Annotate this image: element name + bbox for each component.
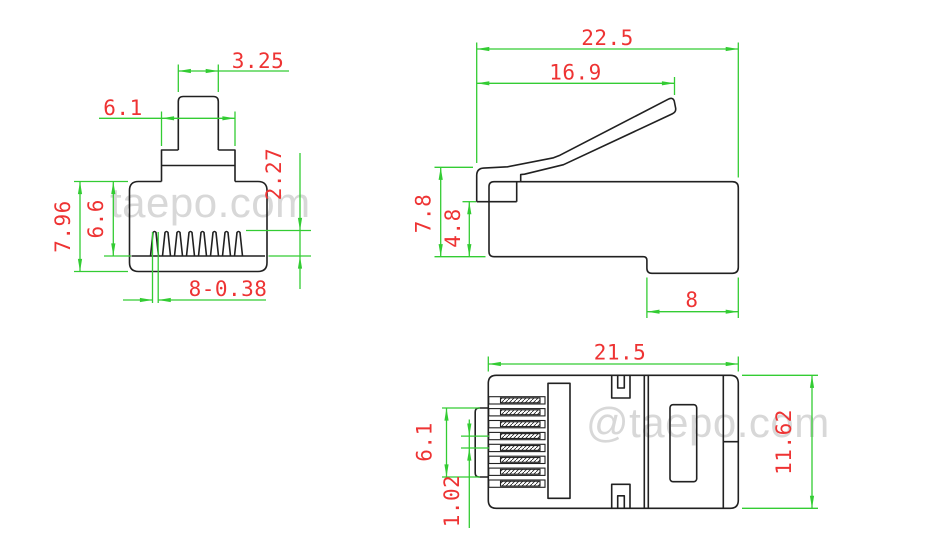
bottom-latch-tip	[474, 407, 489, 478]
bottom-body	[487, 374, 740, 510]
front-body	[128, 180, 268, 273]
dim-bottom-latch-width: 6.1	[413, 422, 437, 461]
bottom-latch-window	[669, 403, 698, 483]
dim-side-boot-length: 8	[685, 288, 698, 312]
contact-bar-hatch	[499, 468, 541, 475]
front-contact-comb	[149, 230, 244, 257]
dim-front-contact-height: 2.27	[262, 148, 286, 201]
dim-front-latch-width: 6.1	[103, 96, 142, 120]
dim-lines	[476, 42, 739, 178]
watermark-bottom: @taepo.com	[586, 399, 830, 446]
bottom-top-tab	[610, 375, 631, 399]
bottom-view-dimensions: 21.5 11.62 6.1 1.02	[413, 341, 818, 528]
dim-front-tab-width: 3.25	[232, 49, 285, 73]
dim-bottom-body-length: 21.5	[594, 341, 647, 365]
bottom-divider-lines	[643, 375, 650, 509]
bottom-contact-block	[547, 382, 571, 500]
dim-lines	[742, 374, 818, 509]
contact-bar-hatch	[499, 397, 541, 404]
side-view: 22.5 16.9 7.8 4.8 8	[412, 26, 740, 318]
contact-bar-hatch	[499, 456, 541, 463]
contact-bar-hatch	[499, 409, 541, 416]
contact-bar-hatch	[499, 421, 541, 428]
side-front-step	[476, 181, 518, 203]
bottom-rear-band	[722, 375, 739, 509]
bottom-view: 21.5 11.62 6.1 1.02	[413, 341, 818, 528]
front-view-dimensions: 3.25 6.1 7.96 6.6 2.27 8-0.38	[51, 49, 311, 303]
dim-lines	[246, 229, 311, 257]
dim-lines	[442, 407, 480, 478]
front-latch-base	[160, 149, 236, 182]
side-latch-lever	[475, 97, 677, 202]
bottom-bottom-tab	[610, 483, 631, 509]
bottom-contact-bars	[488, 396, 546, 488]
contact-bar-hatch	[499, 433, 541, 440]
dim-front-overall-height: 7.96	[51, 200, 75, 253]
side-view-geometry	[475, 97, 740, 275]
dim-side-front-height: 4.8	[441, 208, 465, 247]
dim-side-body-height: 7.8	[412, 194, 436, 233]
dim-bottom-overall-width: 11.62	[772, 409, 796, 475]
dim-side-latch-length: 16.9	[549, 61, 602, 85]
side-view-dimensions: 22.5 16.9 7.8 4.8 8	[412, 26, 739, 318]
dim-side-overall-length: 22.5	[581, 26, 634, 50]
contact-bar-hatch	[499, 444, 541, 451]
dim-lines	[151, 232, 159, 303]
front-view: 3.25 6.1 7.96 6.6 2.27 8-0.38	[51, 49, 311, 303]
front-view-geometry	[128, 95, 268, 273]
dim-lines	[74, 180, 128, 273]
side-body	[488, 180, 740, 275]
dim-bottom-contact-pitch: 1.02	[440, 475, 464, 528]
front-latch-tab	[177, 95, 220, 150]
watermark-front: taepo.com	[110, 179, 311, 226]
contact-bar-hatch	[499, 480, 541, 487]
dim-front-slot-spec: 8-0.38	[189, 277, 268, 301]
dim-front-cavity-height: 6.6	[84, 199, 108, 238]
dim-lines	[461, 435, 489, 449]
